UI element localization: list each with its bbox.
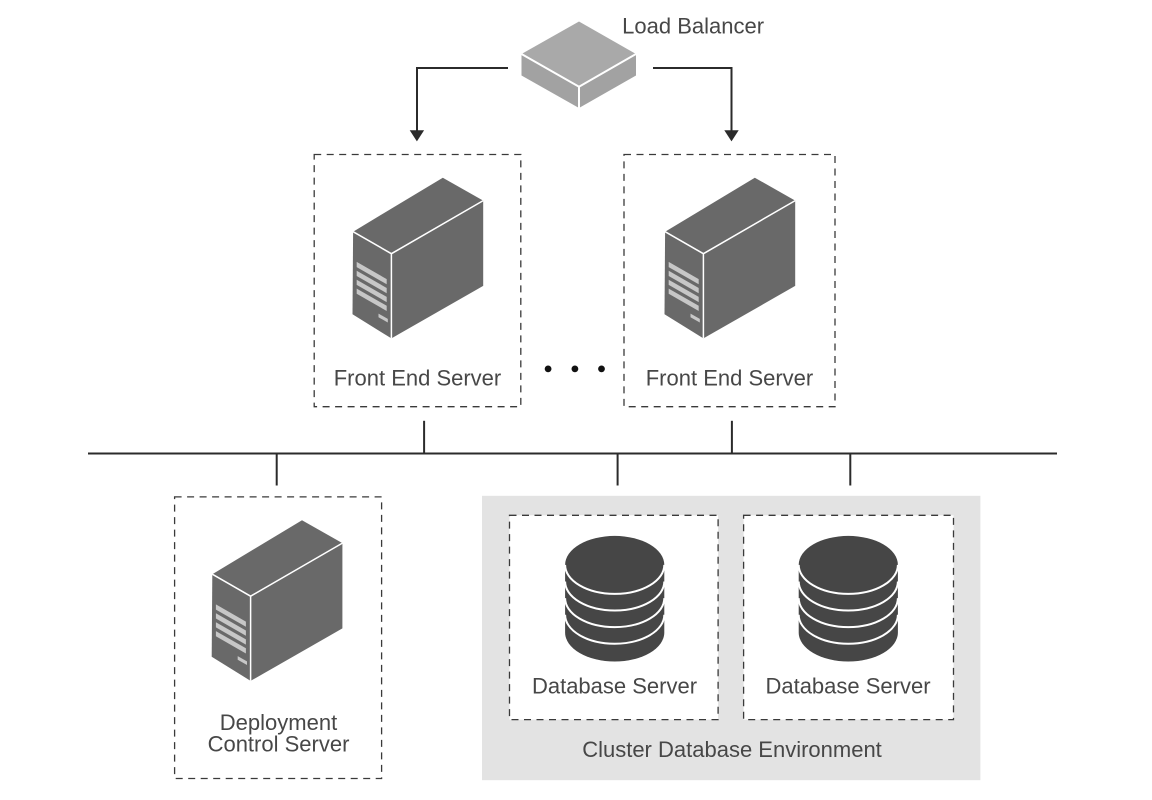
svg-text:Deployment: Deployment (220, 710, 337, 735)
svg-text:Load Balancer: Load Balancer (622, 13, 764, 38)
svg-text:Front End Server: Front End Server (334, 366, 502, 391)
svg-text:Database Server: Database Server (532, 674, 697, 699)
svg-text:Cluster Database Environment: Cluster Database Environment (582, 737, 882, 762)
svg-text:Control Server: Control Server (208, 732, 350, 757)
svg-text:Database Server: Database Server (765, 674, 930, 699)
svg-text:Front End Server: Front End Server (646, 366, 814, 391)
